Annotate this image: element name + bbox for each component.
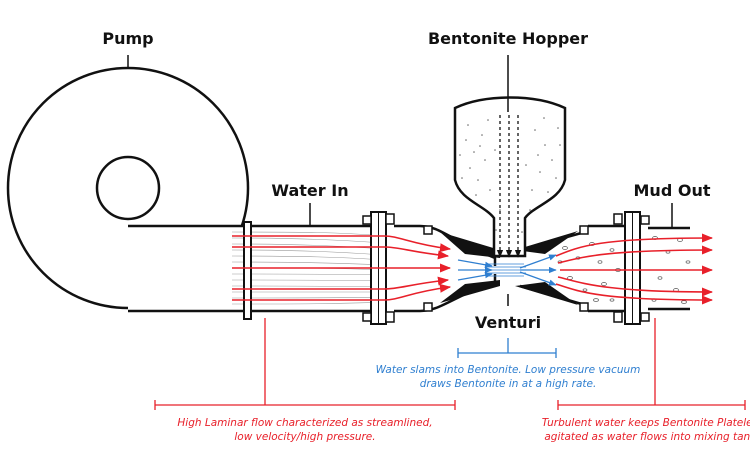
bolt (579, 302, 589, 312)
turbulent-bracket (557, 318, 746, 410)
bolt (385, 311, 395, 323)
mixing-throat (486, 263, 526, 277)
mud-speckle (557, 236, 691, 304)
diverging-section (515, 224, 625, 313)
pump-flange (243, 221, 252, 320)
water-in-label: Water In (271, 181, 348, 200)
bolt (385, 213, 395, 225)
bolt (640, 312, 650, 322)
laminar-note-line1: High Laminar flow characterized as strea… (177, 417, 432, 429)
bolt (423, 225, 433, 235)
mud-out-label: Mud Out (634, 181, 711, 200)
bolt (613, 213, 623, 225)
turbulent-note-line2: agitated as water flows into mixing tank… (544, 431, 750, 443)
pump-hub (95, 155, 161, 221)
outlet-flow-arrows (555, 233, 714, 305)
laminar-bracket (154, 318, 456, 410)
venturi-bracket (457, 338, 557, 358)
bolt (640, 215, 650, 225)
venturi-note-line1: Water slams into Bentonite. Low pressure… (376, 364, 641, 376)
inlet-flow-arrows (232, 235, 452, 301)
outlet-pipe (648, 226, 690, 311)
bolt (362, 312, 372, 322)
bolt (362, 215, 372, 225)
bolt (613, 311, 623, 323)
laminar-streamlines (231, 231, 385, 305)
bolt (423, 302, 433, 312)
right-flange (613, 211, 650, 325)
laminar-note-line2: low velocity/high pressure. (234, 431, 375, 443)
venturi-label: Venturi (475, 313, 541, 332)
converging-section (394, 224, 500, 313)
bentonite-hopper (453, 55, 567, 258)
hopper-label: Bentonite Hopper (428, 29, 588, 48)
pump-label: Pump (102, 29, 153, 48)
bolt (579, 225, 589, 235)
venturi-note-line2: draws Bentonite in at a high rate. (420, 378, 597, 390)
bentonite-powder (459, 117, 561, 233)
turbulent-note-line1: Turbulent water keeps Bentonite Platelet… (542, 417, 750, 429)
